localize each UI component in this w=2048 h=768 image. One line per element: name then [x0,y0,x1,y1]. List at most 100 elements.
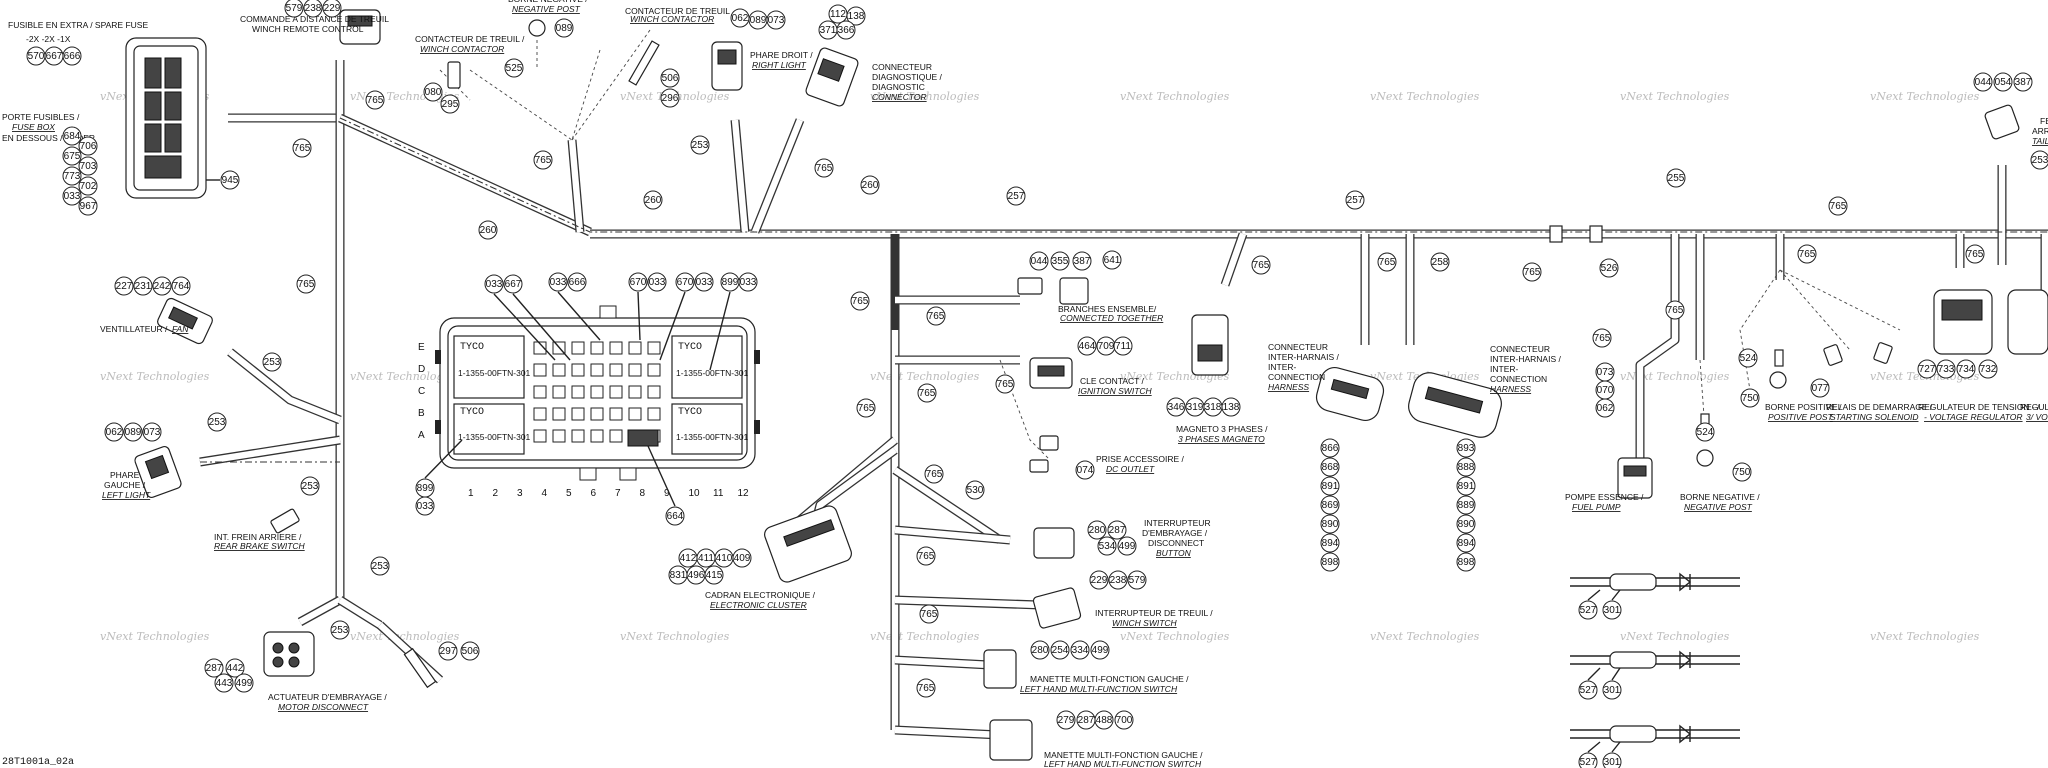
wire-number-bubble: 666 [567,272,587,292]
wire-number-bubble: 227 [114,276,134,296]
wire-number-bubble: 296 [660,88,680,108]
wire-number-bubble: 765 [296,274,316,294]
wire-number-bubble: 899 [720,272,740,292]
wire-number-bubble: 750 [1740,388,1760,408]
svg-text:229: 229 [1091,575,1108,586]
svg-text:667: 667 [505,279,522,290]
wire-number-bubble: 033 [62,186,82,206]
svg-text:260: 260 [645,195,662,206]
wire-number-bubble: 442 [225,658,245,678]
wire-number-bubble: 253 [207,412,227,432]
wire-number-bubble: 667 [503,274,523,294]
wire-number-bubble: 765 [924,464,944,484]
wire-number-bubble: 894 [1456,533,1476,553]
svg-text:894: 894 [1458,538,1475,549]
svg-text:366: 366 [838,25,855,36]
component-label: MOTOR DISCONNECT [278,702,369,712]
ecu-part-1: 1-1355-00FTN-301 [458,368,531,378]
svg-text:496: 496 [688,570,705,581]
component-label: COMMANDE A DISTANCE DE TREUIL [240,14,389,24]
wire-number-bubble: 238 [1108,570,1128,590]
wire-number-bubble: 703 [78,156,98,176]
svg-text:765: 765 [367,95,384,106]
svg-text:260: 260 [862,180,879,191]
svg-text:387: 387 [1074,256,1091,267]
svg-text:253: 253 [2032,155,2048,166]
svg-text:899: 899 [417,483,434,494]
svg-text:706: 706 [80,141,97,152]
ecu-pin [628,341,642,355]
wire-number-bubble: 366 [836,20,856,40]
svg-text:764: 764 [173,281,190,292]
wire-number-bubble: 524 [1695,422,1715,442]
wire-number-bubble: 231 [133,276,153,296]
component-label: PORTE FUSIBLES / [2,112,80,122]
wire-number-bubble: 112 [828,4,848,24]
ecu-pin [647,341,661,355]
svg-text:765: 765 [1594,333,1611,344]
svg-text:675: 675 [64,151,81,162]
watermark-text: vNext Technologies [1620,90,1730,103]
svg-text:044: 044 [1031,256,1048,267]
wire-number-bubble: 229 [322,0,342,18]
wire-number-bubble: 033 [738,272,758,292]
component-label: EN DESSOUS / UNDER [2,133,95,143]
svg-text:889: 889 [1458,500,1475,511]
wire-number-bubble: 709 [1096,336,1116,356]
svg-text:033: 033 [486,279,503,290]
ecu-row-letter: E [418,342,425,353]
wire-number-bubble: 765 [917,383,937,403]
wire-number-bubble: 765 [533,150,553,170]
svg-text:831: 831 [670,570,687,581]
ecu-column-number: 12 [738,488,750,499]
svg-text:062: 062 [1597,403,1614,414]
wire-number-bubble: 496 [686,565,706,585]
component-label: INT. FREIN ARRIERE / [214,532,302,542]
wire-number-bubble: 765 [1965,244,1985,264]
wire-number-bubble: 898 [1320,552,1340,572]
ecu-column-number: 2 [493,488,499,499]
watermark-text: vNext Technologies [350,370,460,383]
wire-number-bubble: 318 [1203,397,1223,417]
ecu-pin [590,385,604,399]
wire-number-bubble: 527 [1578,600,1598,620]
wire-number-bubble: 412 [678,548,698,568]
ecu-pin [571,407,585,421]
svg-text:062: 062 [732,13,749,24]
component-label: LEFT LIGHT [102,490,151,500]
wire-number-bubble: 765 [292,138,312,158]
ecu-pin [571,341,585,355]
wire-number-bubble: 295 [440,94,460,114]
component-label: RIGHT LIGHT [752,60,807,70]
wire-number-bubble: 945 [220,170,240,190]
ecu-pin-grid [533,341,661,443]
watermark-text: vNext Technologies [1370,90,1480,103]
component-label: BUTTON [1156,548,1192,558]
component-label: DISCONNECT [1148,538,1204,548]
wire-number-bubble: 387 [1072,251,1092,271]
watermark-text: vNext Technologies [870,630,980,643]
svg-text:866: 866 [1322,443,1339,454]
component-label: POSITIVE POST [1768,412,1834,422]
ecu-column-number: 1 [468,488,474,499]
component-label: VENTILLATEUR / [100,324,168,334]
svg-text:070: 070 [1597,385,1614,396]
ecu-part-4: 1-1355-00FTN-301 [676,432,749,442]
ecu-pin [590,341,604,355]
component-label: CONNECTED TOGETHER [1060,313,1163,323]
svg-text:253: 253 [302,481,319,492]
watermark-text: vNext Technologies [1620,370,1730,383]
ecu-pin [571,429,585,443]
svg-text:387: 387 [2015,77,2032,88]
svg-text:527: 527 [1580,757,1597,768]
svg-text:257: 257 [1347,195,1364,206]
svg-text:670: 670 [630,277,647,288]
component-label: FE [2040,116,2048,126]
wire-number-bubble: 287 [1107,520,1127,540]
ecu-pin [609,341,623,355]
svg-text:670: 670 [677,277,694,288]
wire-number-bubble: 073 [1595,362,1615,382]
svg-text:898: 898 [1458,557,1475,568]
wire-number-bubble: 773 [62,166,82,186]
wire-number-bubble: 411 [696,548,716,568]
